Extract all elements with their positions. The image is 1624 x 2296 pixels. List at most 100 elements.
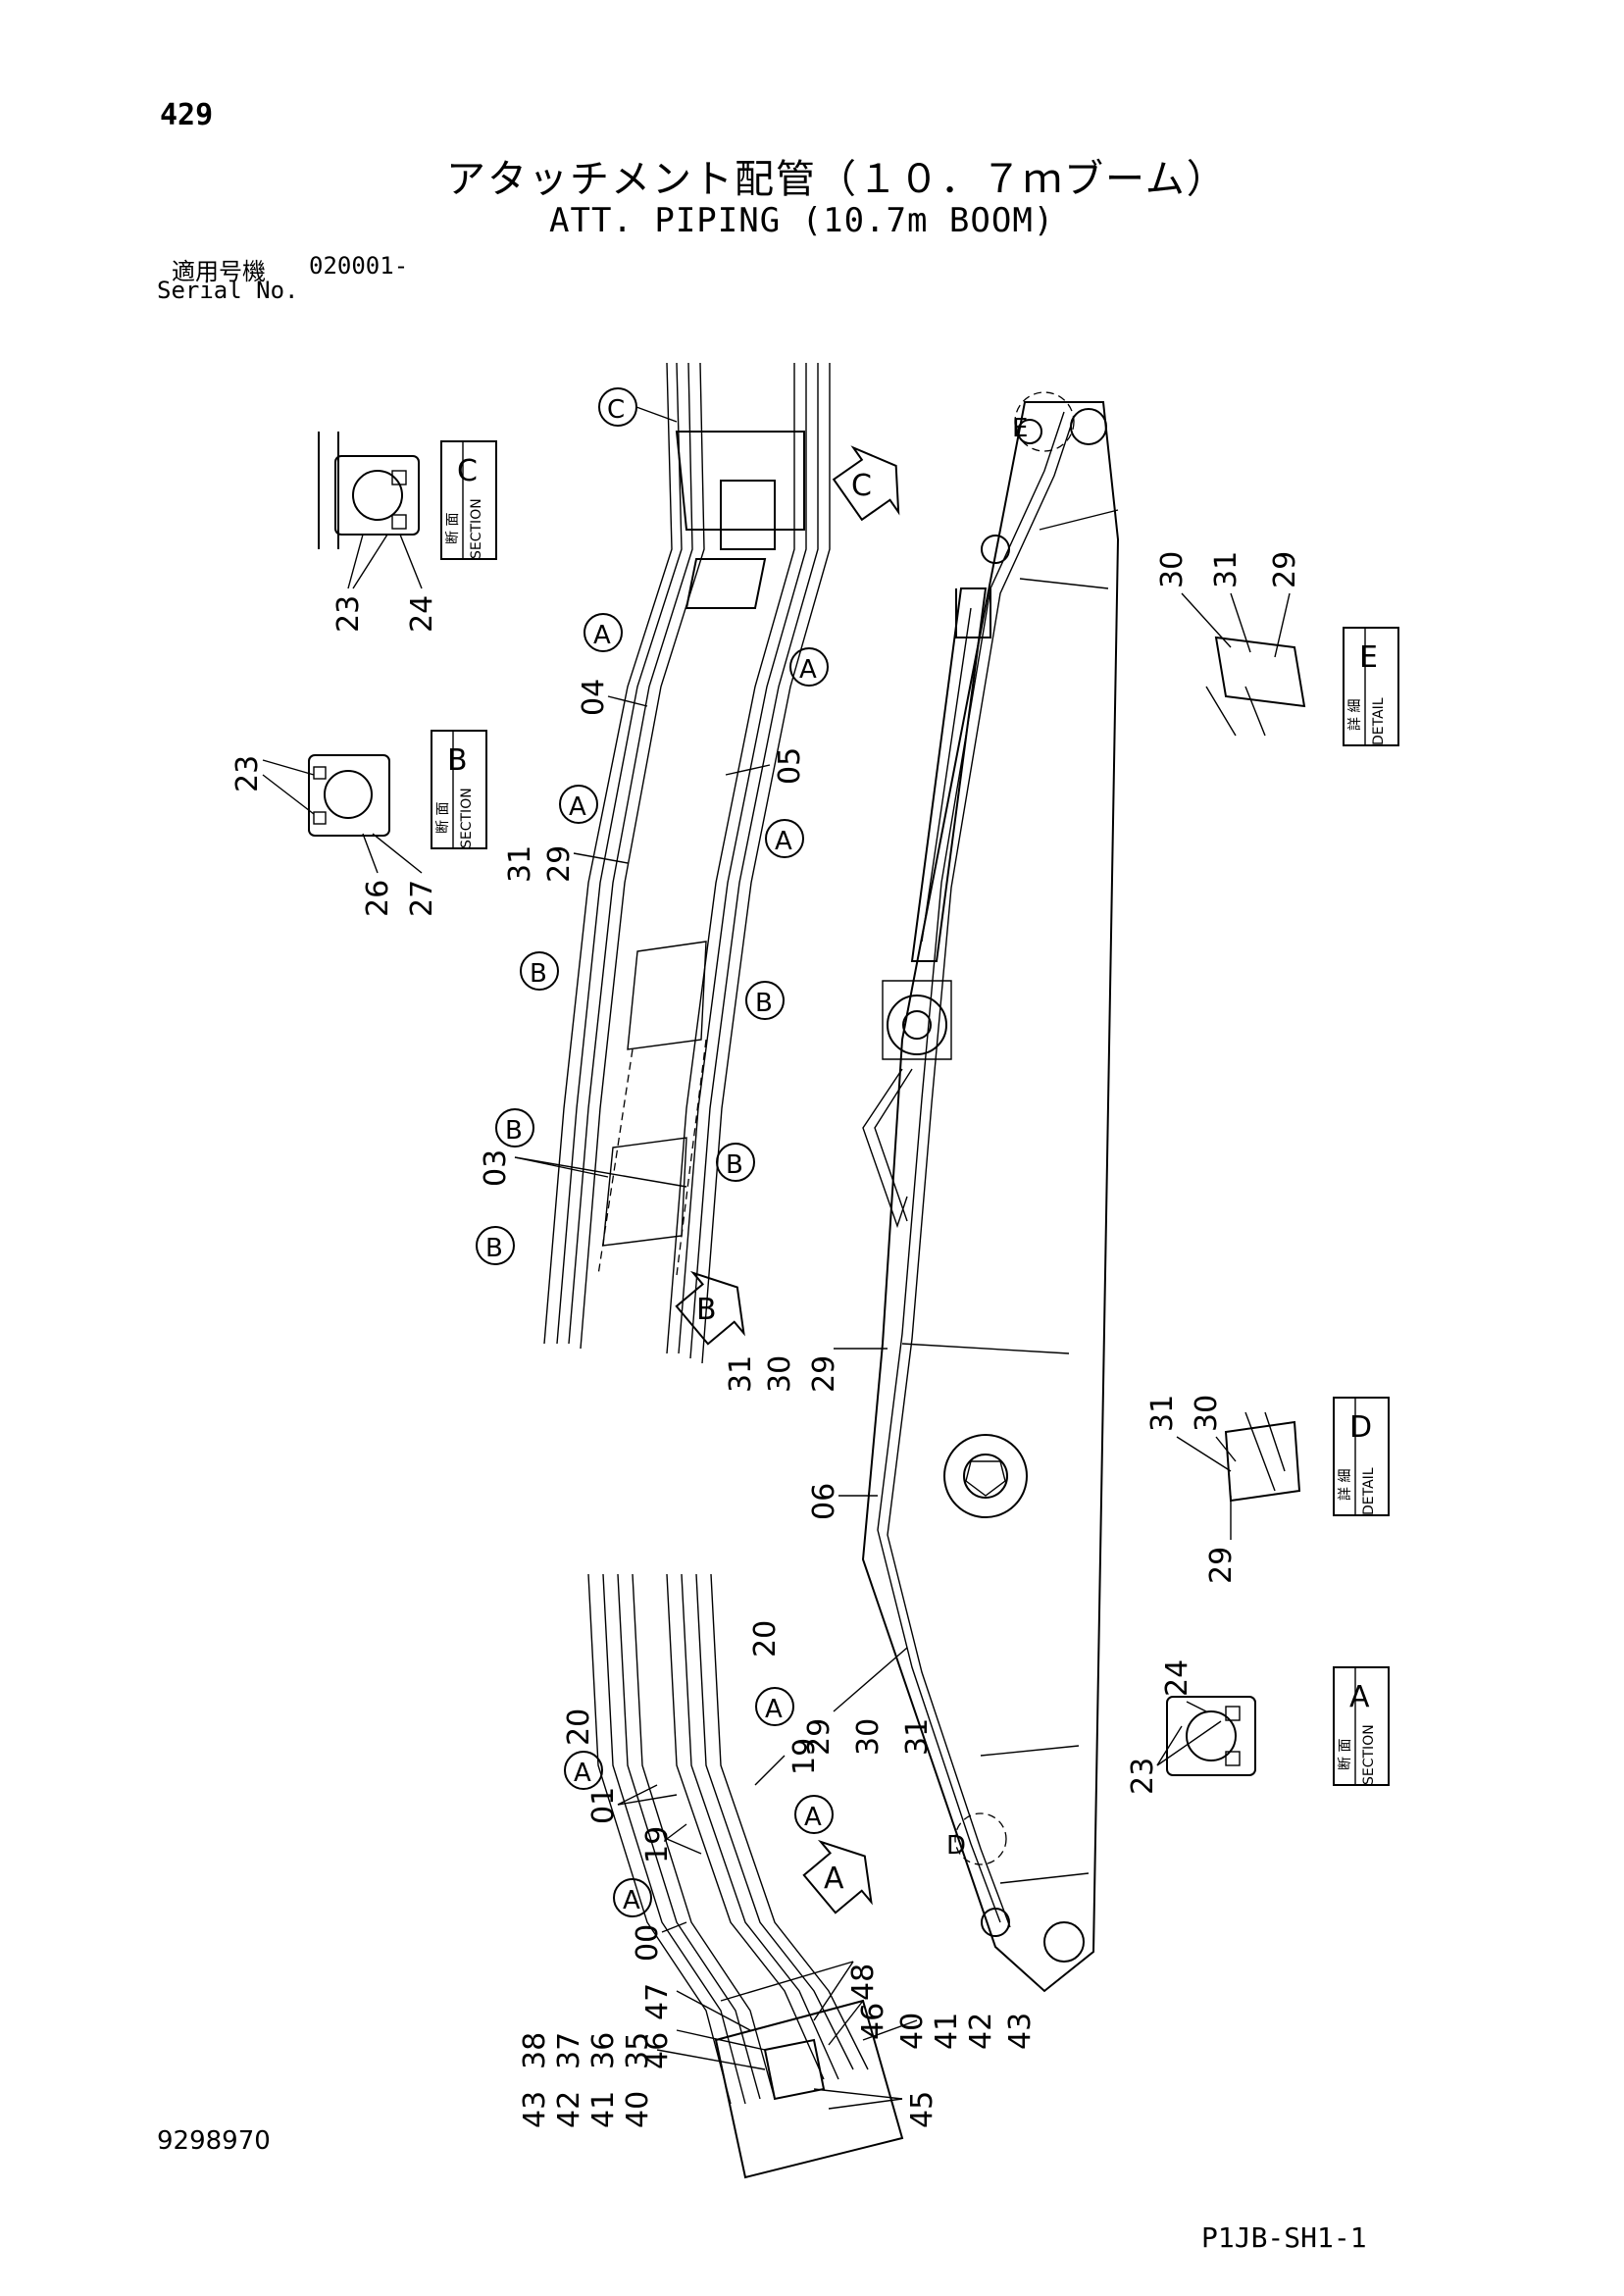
view-arrow-c: C	[832, 445, 900, 522]
sheet-code: P1JB-SH1-1	[1201, 2221, 1367, 2254]
detail-e-jp: 詳 細	[1347, 699, 1363, 731]
svg-text:31: 31	[724, 1355, 758, 1393]
svg-text:23: 23	[331, 595, 366, 633]
document-number: 9298970	[157, 2126, 271, 2156]
svg-text:30: 30	[1190, 1395, 1224, 1432]
section-b-jp: 断 面	[435, 802, 451, 834]
svg-text:31: 31	[900, 1718, 935, 1756]
svg-text:29: 29	[1204, 1547, 1239, 1584]
svg-text:00: 00	[631, 1924, 665, 1962]
svg-text:35: 35	[621, 2032, 655, 2069]
svg-text:A: A	[574, 1759, 591, 1788]
title-japanese: アタッチメント配管（１０．７ｍブーム）	[446, 157, 1228, 202]
svg-text:45: 45	[905, 2091, 939, 2128]
svg-text:36: 36	[586, 2032, 621, 2069]
detail-e-label: E	[1359, 640, 1378, 675]
svg-text:23: 23	[230, 755, 265, 792]
svg-text:46: 46	[856, 2003, 890, 2040]
svg-text:06: 06	[807, 1483, 841, 1520]
svg-text:A: A	[799, 655, 817, 685]
top-piping-view	[543, 362, 831, 1364]
section-a-en: SECTION	[1361, 1724, 1377, 1785]
svg-text:03: 03	[479, 1149, 513, 1187]
svg-text:19: 19	[640, 1826, 675, 1863]
detail-e-en: DETAIL	[1371, 697, 1387, 745]
svg-text:E: E	[1012, 414, 1028, 443]
svg-text:29: 29	[1268, 551, 1302, 588]
svg-text:41: 41	[586, 2091, 621, 2128]
svg-text:B: B	[530, 959, 547, 989]
svg-text:42: 42	[552, 2091, 586, 2128]
callout-d-circle: D	[946, 1812, 1007, 1865]
svg-text:38: 38	[518, 2032, 552, 2069]
boom-body	[861, 401, 1120, 1993]
section-c-label: C	[457, 454, 478, 488]
svg-text:30: 30	[851, 1718, 886, 1756]
section-c-view: C 断 面 SECTION	[318, 432, 497, 560]
svg-text:29: 29	[542, 845, 577, 883]
svg-text:24: 24	[1160, 1659, 1194, 1697]
section-a-jp: 断 面	[1338, 1739, 1353, 1770]
detail-d-en: DETAIL	[1361, 1467, 1377, 1515]
page-number: 429	[160, 98, 214, 132]
section-b-label: B	[447, 743, 468, 778]
svg-text:B: B	[755, 989, 773, 1018]
svg-text:A: A	[765, 1695, 783, 1724]
svg-text:30: 30	[1155, 551, 1190, 588]
view-arrow-a: A	[802, 1839, 873, 1914]
view-arrow-b: B	[675, 1270, 745, 1346]
svg-text:A: A	[623, 1886, 640, 1915]
svg-text:23: 23	[1126, 1758, 1160, 1795]
part-numbers: 23 24 23 26 27 04 05 31 29 03 30 31 29 3…	[230, 534, 1302, 2128]
svg-text:40: 40	[621, 2091, 655, 2128]
svg-text:41: 41	[930, 2013, 964, 2050]
callouts-b: B B B B B	[476, 951, 785, 1265]
svg-text:27: 27	[405, 880, 439, 917]
serial-label-japanese: 適用号機	[172, 258, 266, 285]
callout-c-circle: C	[598, 387, 678, 427]
svg-text:A: A	[593, 621, 611, 650]
section-b-en: SECTION	[459, 788, 475, 848]
svg-text:46: 46	[640, 2032, 675, 2069]
detail-d-jp: 詳 細	[1338, 1469, 1353, 1501]
svg-text:B: B	[726, 1150, 743, 1180]
svg-text:40: 40	[895, 2013, 930, 2050]
section-c-en: SECTION	[469, 498, 484, 559]
callout-e-circle: E	[1012, 391, 1075, 452]
svg-text:A: A	[775, 827, 792, 856]
svg-text:30: 30	[763, 1355, 797, 1393]
svg-text:B: B	[696, 1293, 717, 1327]
svg-text:31: 31	[1145, 1395, 1180, 1432]
section-a-view: A 断 面 SECTION	[1166, 1666, 1390, 1786]
svg-text:04: 04	[577, 679, 611, 716]
svg-text:43: 43	[518, 2091, 552, 2128]
bottom-piping-view	[587, 1573, 904, 2179]
svg-text:37: 37	[552, 2032, 586, 2069]
svg-text:26: 26	[361, 880, 395, 917]
svg-text:C: C	[851, 469, 872, 503]
svg-text:A: A	[804, 1803, 822, 1832]
svg-text:A: A	[824, 1862, 844, 1896]
svg-text:19: 19	[787, 1738, 822, 1775]
svg-text:B: B	[505, 1116, 523, 1146]
svg-text:B: B	[485, 1234, 503, 1263]
svg-text:A: A	[569, 792, 586, 822]
svg-text:20: 20	[748, 1620, 783, 1658]
svg-text:47: 47	[640, 1983, 675, 2020]
svg-text:01: 01	[586, 1787, 621, 1824]
serial-number-value: 020001-	[309, 252, 409, 280]
detail-d-view: D 詳 細 DETAIL	[1224, 1397, 1390, 1516]
serial-label-english: Serial No.	[157, 277, 299, 304]
title-english: ATT. PIPING (10.7m BOOM)	[549, 201, 1055, 240]
svg-text:C: C	[607, 395, 625, 425]
detail-e-view: E 詳 細 DETAIL	[1205, 627, 1399, 746]
section-c-jp: 断 面	[445, 513, 461, 544]
svg-text:48: 48	[846, 1964, 881, 2001]
svg-text:24: 24	[405, 595, 439, 633]
svg-text:29: 29	[807, 1355, 841, 1393]
section-a-label: A	[1349, 1680, 1370, 1714]
svg-text:D: D	[946, 1831, 966, 1861]
svg-text:05: 05	[773, 747, 807, 785]
svg-text:31: 31	[503, 845, 537, 883]
